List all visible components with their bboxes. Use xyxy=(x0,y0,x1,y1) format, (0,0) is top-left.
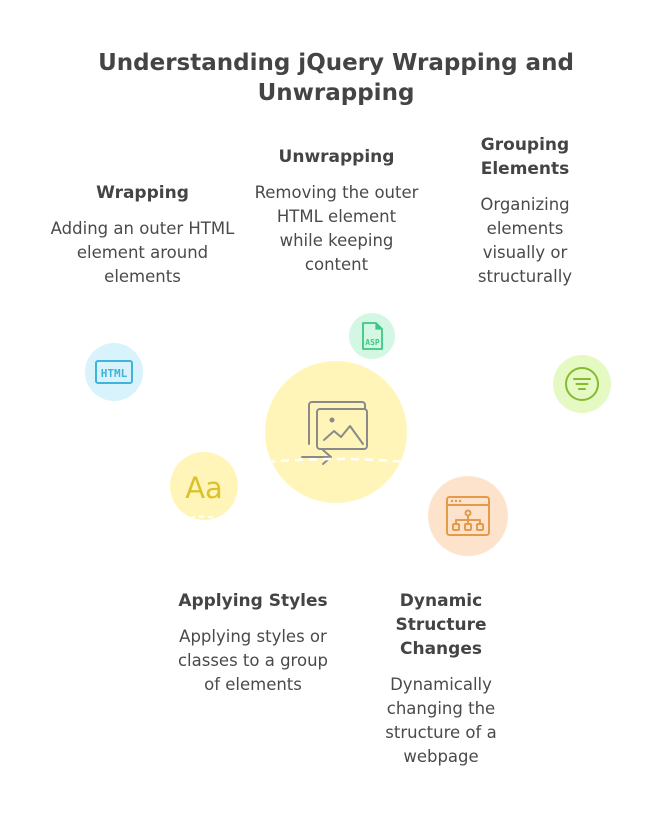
styles-icon-circle: Aa xyxy=(170,452,238,520)
concept-description: Dynamically changing the structure of a … xyxy=(385,675,497,766)
sitemap-window-icon xyxy=(446,496,490,536)
dynamic-structure-icon-circle xyxy=(428,476,508,556)
html-icon: HTML xyxy=(95,360,133,384)
concept-heading: Applying Styles xyxy=(178,591,328,611)
asp-icon-label: ASP xyxy=(365,338,380,347)
filter-icon xyxy=(565,367,599,401)
concept-applying-styles: Applying Styles Applying styles or class… xyxy=(163,589,343,697)
concept-unwrapping: Unwrapping Removing the outer HTML eleme… xyxy=(254,145,419,277)
grouping-icon-circle xyxy=(553,355,611,413)
concept-description: Removing the outer HTML element while ke… xyxy=(254,183,419,274)
concept-wrapping: Wrapping Adding an outer HTML element ar… xyxy=(50,181,235,289)
concept-heading: Dynamic Structure Changes xyxy=(395,591,487,659)
wrapping-icon-circle: HTML xyxy=(85,343,143,401)
image-transfer-icon xyxy=(266,401,406,465)
concept-description: Organizing elements visually or structur… xyxy=(477,195,573,286)
concept-heading: Unwrapping xyxy=(278,147,395,167)
concept-dynamic-structure-changes: Dynamic Structure Changes Dynamically ch… xyxy=(370,589,512,769)
page-title: Understanding jQuery Wrapping and Unwrap… xyxy=(98,50,574,106)
font-icon-label: Aa xyxy=(185,471,223,505)
concept-grouping-elements: Grouping Elements Organizing elements vi… xyxy=(460,133,590,289)
html-icon-label: HTML xyxy=(101,367,128,380)
concept-heading: Grouping Elements xyxy=(480,135,570,179)
center-circle xyxy=(265,361,407,503)
concept-description: Adding an outer HTML element around elem… xyxy=(50,219,235,286)
concept-description: Applying styles or classes to a group of… xyxy=(177,627,329,694)
concept-heading: Wrapping xyxy=(96,183,189,203)
font-icon: Aa xyxy=(185,471,223,519)
unwrapping-icon-circle: ASP xyxy=(349,313,395,359)
asp-file-icon: ASP xyxy=(362,322,383,350)
